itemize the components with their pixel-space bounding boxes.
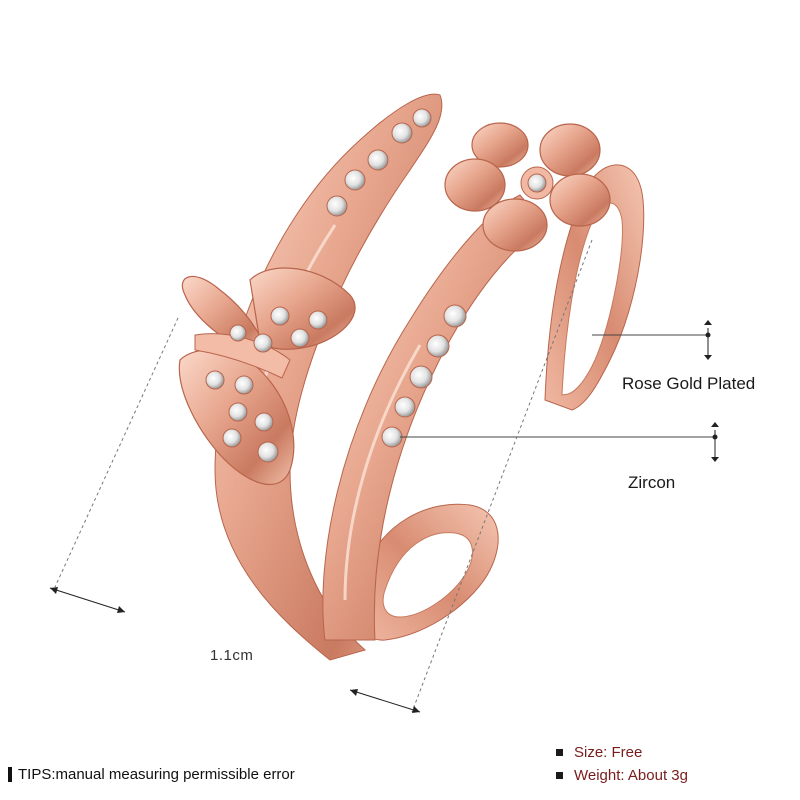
gem-row-left xyxy=(326,108,432,217)
butterfly-charm xyxy=(178,267,356,486)
tips-note: TIPS:manual measuring permissible error xyxy=(8,766,295,783)
spec-size: Size: Free xyxy=(556,744,642,761)
ring-bottom-loop xyxy=(356,503,499,641)
ring-back-band xyxy=(544,164,645,411)
bullet-square-icon xyxy=(556,772,563,779)
tips-bar xyxy=(8,767,12,782)
callout-stone-label: Zircon xyxy=(628,473,676,492)
dimension-label: 1.1cm xyxy=(210,647,254,664)
bullet-square-icon xyxy=(556,749,563,756)
spec-size-text: Size: Free xyxy=(574,744,643,761)
callout-material-line xyxy=(592,320,712,360)
dimension-lines xyxy=(49,239,593,713)
flower-charm xyxy=(444,122,611,252)
callout-material-label: Rose Gold Plated xyxy=(622,374,756,393)
tips-text: TIPS:manual measuring permissible error xyxy=(18,766,295,783)
spec-weight-text: Weight: About 3g xyxy=(574,767,688,784)
callout-stone-line xyxy=(400,422,719,462)
gem-row-right xyxy=(381,304,467,448)
ring-right-band xyxy=(322,194,546,641)
spec-weight: Weight: About 3g xyxy=(556,767,688,784)
